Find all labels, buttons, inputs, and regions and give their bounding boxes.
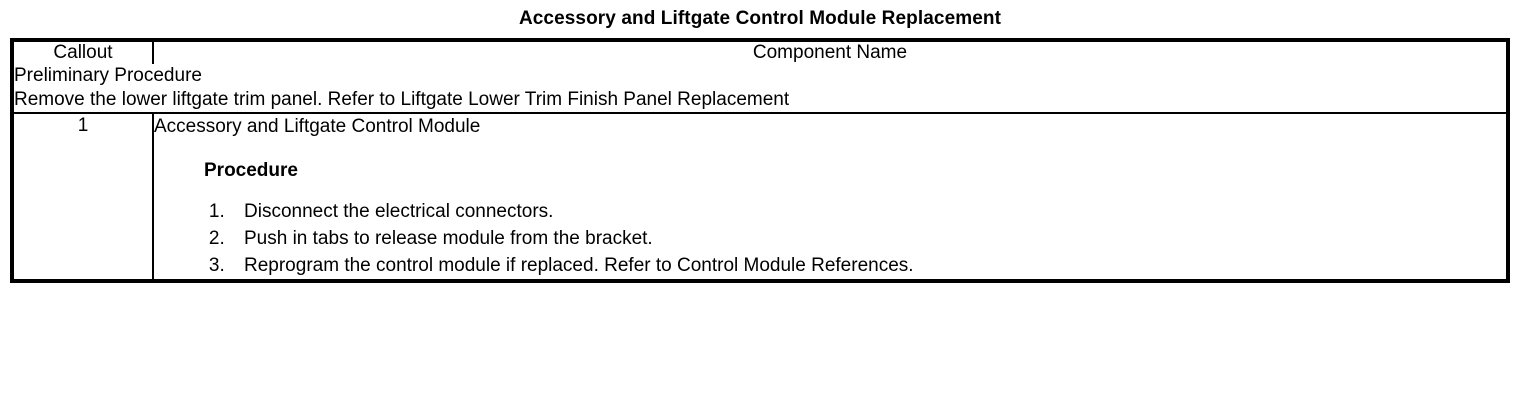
procedure-table-container: Callout Component Name Preliminary Proce… [10, 38, 1510, 283]
page-title: Accessory and Liftgate Control Module Re… [518, 8, 1002, 29]
table-header-row: Callout Component Name [14, 42, 1506, 64]
procedure-step-list: Disconnect the electrical connectors. Pu… [154, 198, 1506, 279]
component-name-text: Accessory and Liftgate Control Module [154, 116, 481, 137]
procedure-step: Push in tabs to release module from the … [230, 225, 1506, 252]
preliminary-procedure-heading: Preliminary Procedure [14, 65, 202, 86]
preliminary-heading-row: Preliminary Procedure [14, 64, 1506, 88]
table-row: 1 Accessory and Liftgate Control Module … [14, 113, 1506, 279]
callout-number: 1 [14, 113, 154, 279]
procedure-step: Reprogram the control module if replaced… [230, 252, 1506, 279]
preliminary-text-row: Remove the lower liftgate trim panel. Re… [14, 88, 1506, 114]
procedure-step: Disconnect the electrical connectors. [230, 198, 1506, 225]
procedure-table: Callout Component Name Preliminary Proce… [14, 42, 1506, 279]
component-cell: Accessory and Liftgate Control Module Pr… [153, 113, 1506, 279]
column-header-component-name: Component Name [752, 42, 908, 63]
preliminary-procedure-text: Remove the lower liftgate trim panel. Re… [14, 88, 1506, 114]
procedure-heading: Procedure [204, 160, 298, 181]
column-header-callout: Callout [14, 42, 154, 64]
